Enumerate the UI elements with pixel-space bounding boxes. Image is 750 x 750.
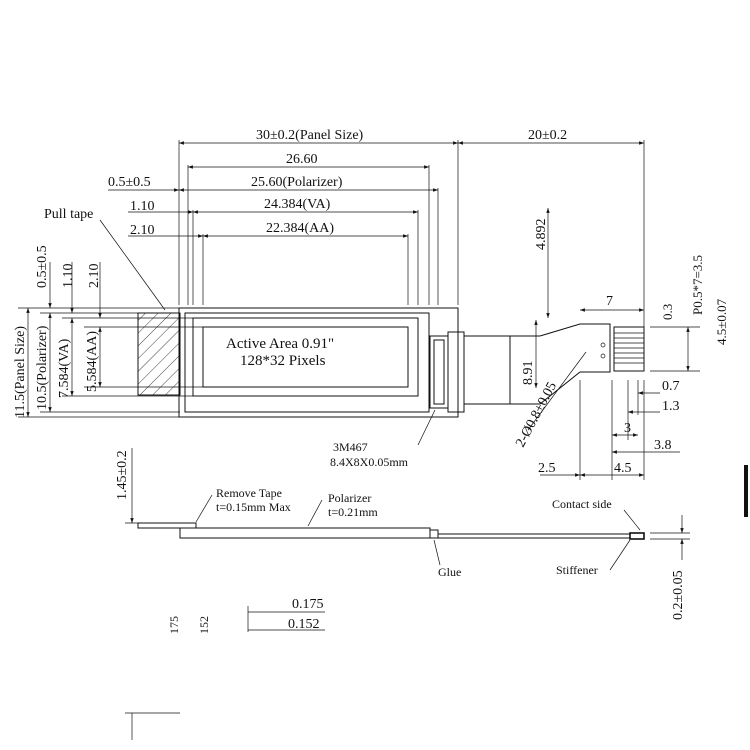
stiffener-label: Stiffener: [556, 563, 598, 577]
dim-offset-05: 0.5±0.5: [108, 175, 151, 190]
top-dimensions: 30±0.2(Panel Size) 20±0.2 26.60 25.60(Po…: [108, 128, 645, 330]
dim-panel-height: 11.5(Panel Size): [13, 326, 28, 418]
side-view: 1.45±0.2 Remove Tape t=0.15mm Max Polari…: [115, 448, 690, 740]
cut-175: 175: [167, 616, 181, 634]
dim-13: 1.3: [662, 399, 680, 414]
dim-fpc-thickness: 0.2±0.05: [671, 570, 686, 620]
active-area-title: Active Area 0.91": [226, 336, 334, 352]
dim-4892: 4.892: [534, 219, 549, 251]
dim-vertical-210: 2.10: [87, 264, 102, 289]
dim-38: 3.8: [654, 438, 672, 453]
dim-7: 7: [606, 294, 613, 309]
dim-polarizer-width: 25.60(Polarizer): [251, 175, 343, 190]
contact-side-label: Contact side: [552, 497, 612, 511]
dim-holes: 2-Ø0.8±0.05: [513, 380, 560, 450]
polarizer-thickness: t=0.21mm: [328, 505, 378, 519]
edge-mark: [744, 465, 748, 517]
front-view: Pull tape Active Area 0.91" 128*32 Pixel…: [44, 207, 729, 480]
dim-25: 2.5: [538, 461, 556, 476]
dim-03: 0.3: [660, 304, 675, 320]
dim-aa-width: 22.384(AA): [266, 221, 334, 236]
cut-152: 152: [197, 616, 211, 634]
dim-va-height: 7.584(VA): [57, 338, 72, 398]
tape-size-label: 8.4X8X0.05mm: [330, 455, 409, 469]
remove-tape-thickness: t=0.15mm Max: [216, 500, 291, 514]
fpc: [463, 323, 645, 405]
pull-tape-label: Pull tape: [44, 207, 93, 222]
dim-offset-210: 2.10: [130, 223, 155, 238]
dim-07: 0.7: [662, 379, 680, 394]
remove-tape-label: Remove Tape: [216, 486, 282, 500]
left-dimensions: 11.5(Panel Size) 10.5(Polarizer) 7.584(V…: [13, 245, 205, 418]
dim-891: 8.91: [521, 361, 536, 386]
dim-vertical-05: 0.5±0.5: [35, 245, 50, 288]
dim-va-width: 24.384(VA): [264, 197, 331, 212]
dim-0152: 0.152: [288, 617, 320, 632]
dim-3: 3: [624, 421, 631, 436]
tape-part-label: 3M467: [333, 440, 368, 454]
dim-aa-height: 5.584(AA): [85, 331, 100, 392]
dim-26-60: 26.60: [286, 152, 318, 167]
dim-offset-110: 1.10: [130, 199, 155, 214]
polarizer-label: Polarizer: [328, 491, 371, 505]
pixels-label: 128*32 Pixels: [240, 353, 326, 369]
dim-vertical-110: 1.10: [61, 264, 76, 289]
dim-thickness: 1.45±0.2: [115, 450, 130, 500]
dim-fpc-length: 20±0.2: [528, 128, 567, 143]
dim-45: 4.5±0.07: [714, 298, 729, 345]
dim-45b: 4.5: [614, 461, 632, 476]
glue-label: Glue: [438, 565, 461, 579]
dim-pitch: P0.5*7=3.5: [690, 255, 705, 315]
dim-panel-size: 30±0.2(Panel Size): [256, 128, 364, 143]
dim-0175: 0.175: [292, 597, 324, 612]
pull-tape: [137, 312, 181, 396]
dim-polarizer-height: 10.5(Polarizer): [35, 325, 50, 410]
